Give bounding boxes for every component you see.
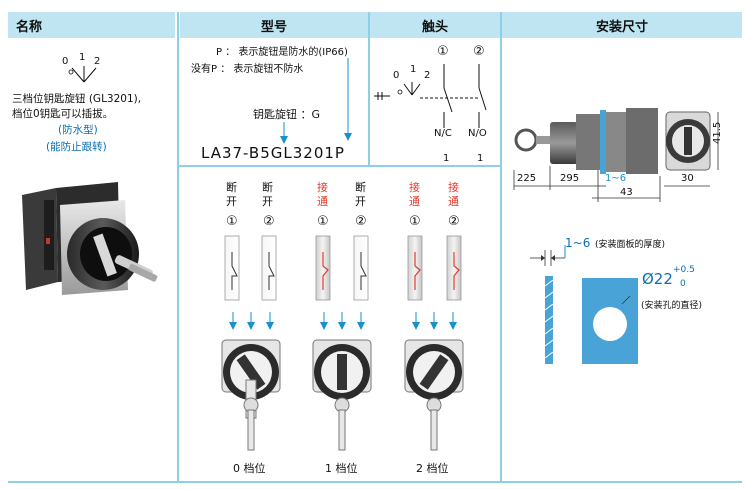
header-mount: 安装尺寸 xyxy=(502,12,742,38)
nop-line: 没有P ： 表示旋钮不防水 xyxy=(191,64,304,75)
dim-d1: 225 xyxy=(517,173,537,184)
header-model: 型号 xyxy=(180,12,368,38)
divider xyxy=(177,12,179,482)
contact-pos-0: 0 xyxy=(393,70,400,81)
hole-diameter: Ø22 xyxy=(642,270,673,288)
model-code: LA37-B5GL3201P xyxy=(201,144,345,162)
header-contact: 触头 xyxy=(370,12,500,38)
dim-d5: 43 xyxy=(620,187,633,198)
contact-no: N/O xyxy=(468,128,487,139)
contact-nc-count: 1 xyxy=(443,153,450,164)
dim-d6: 41.5 xyxy=(712,121,723,144)
header-mount-label: 安装尺寸 xyxy=(595,19,648,35)
state-0-a: 断 开 xyxy=(226,181,237,208)
state-0-b: 断 开 xyxy=(262,181,273,208)
hole-tol-down: 0 xyxy=(680,279,686,289)
contact-nc: N/C xyxy=(434,128,452,139)
model-rule xyxy=(177,165,500,167)
contact-pos-1: 1 xyxy=(410,64,417,75)
desc-line2: 档位0钥匙可以插拔。 xyxy=(12,108,114,120)
circle-label-2: ② xyxy=(263,214,275,229)
circle-label-1: ① xyxy=(317,214,329,229)
position-label-2: 2 档位 xyxy=(416,462,449,475)
divider xyxy=(500,12,502,482)
note-waterproof: (防水型) xyxy=(58,124,98,136)
dim-d4: 30 xyxy=(681,173,694,184)
contact-no-count: 1 xyxy=(477,153,484,164)
hole-tol-up: +0.5 xyxy=(673,265,695,275)
header-name: 名称 xyxy=(8,12,175,38)
state-2-a: 接 通 xyxy=(409,181,420,208)
contact-pos-2: 2 xyxy=(424,70,431,81)
circle-label-2: ② xyxy=(355,214,367,229)
p-line: P ： 表示旋钮是防水的(IP66) xyxy=(216,47,348,58)
note-anti-rotate: (能防止跟转) xyxy=(46,141,107,153)
circle-label-1: ① xyxy=(226,214,238,229)
bottom-rule xyxy=(8,481,742,483)
circle-label-1: ① xyxy=(409,214,421,229)
header-model-label: 型号 xyxy=(260,19,287,35)
hole-note: (安装孔的直径) xyxy=(641,301,703,311)
circle-label-2: ② xyxy=(448,214,460,229)
desc-line1: 三档位钥匙旋钮 (GL3201), xyxy=(12,93,142,105)
pos-label-0: 0 xyxy=(62,56,69,67)
dim-d2: 295 xyxy=(560,173,580,184)
pos-label-2: 2 xyxy=(94,56,101,67)
dim-d3: 1~6 xyxy=(605,173,627,184)
key-line: 钥匙旋钮 ：G xyxy=(253,108,321,121)
state-2-b: 接 通 xyxy=(448,181,459,208)
contact-circle-1: ① xyxy=(437,44,449,59)
divider xyxy=(368,12,370,167)
position-label-0: 0 档位 xyxy=(233,462,266,475)
state-1-a: 接 通 xyxy=(317,181,328,208)
header-contact-label: 触头 xyxy=(421,19,448,35)
header-name-label: 名称 xyxy=(16,19,43,35)
contact-circle-2: ② xyxy=(473,44,485,59)
position-label-1: 1 档位 xyxy=(325,462,358,475)
state-1-b: 断 开 xyxy=(355,181,366,208)
pos-label-1: 1 xyxy=(79,52,86,63)
panel-thickness: 1~6 xyxy=(565,236,591,250)
panel-thickness-note: (安装面板的厚度) xyxy=(595,240,666,250)
